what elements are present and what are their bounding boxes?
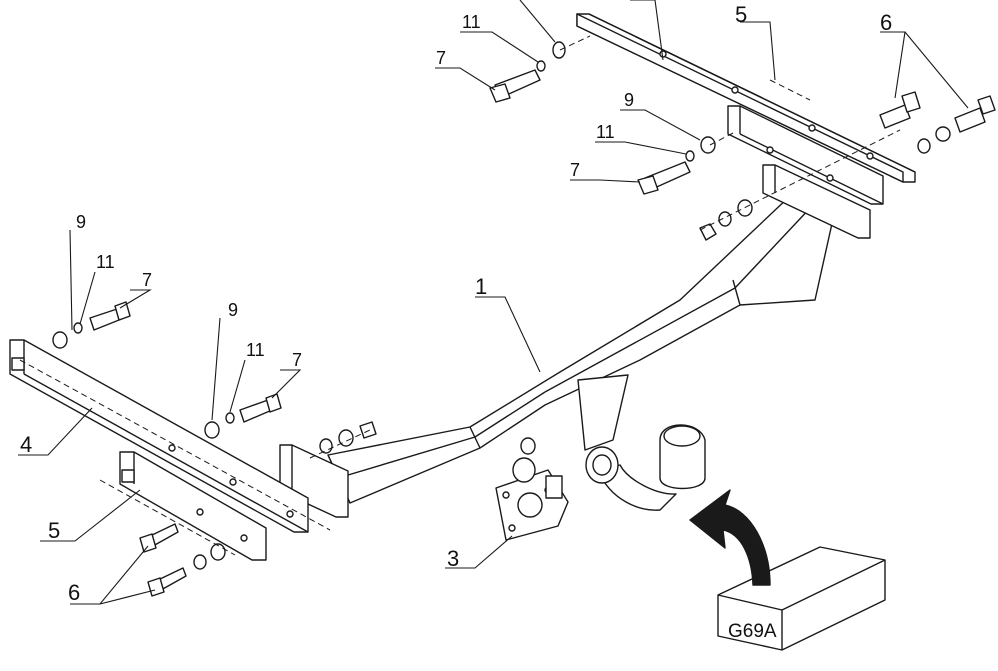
left-bracket-short: [119, 451, 267, 561]
hardware-left-top: [52, 301, 131, 349]
right-mount-plate: [762, 164, 871, 239]
callout-9-left-top: 9: [76, 212, 86, 232]
hardware-left-mid: [204, 393, 282, 439]
callout-9-upper: 9: [624, 90, 634, 110]
callout-11-left-mid: 11: [246, 340, 265, 360]
callout-7-upper-left: 7: [436, 48, 446, 68]
callout-5-bottom: 5: [48, 518, 60, 543]
upper-plate-long: [576, 13, 916, 183]
callout-7-left-top: 7: [142, 270, 152, 290]
callout-6-bottom: 6: [68, 580, 80, 605]
callout-11-upper-mid: 11: [596, 122, 615, 142]
socket-plate: [495, 437, 569, 541]
callout-labels: 1 3 4 5 5 6 6 7 7 7 7 9 9 9 11 11 11 11 …: [20, 2, 892, 642]
hardware-upper-left: [489, 41, 566, 103]
callout-5-top: 5: [735, 2, 747, 27]
hardware-right-nuts: [699, 199, 753, 241]
callout-7-left-mid: 7: [292, 350, 302, 370]
leader-lines: [18, 0, 969, 605]
callout-9-left-mid: 9: [228, 300, 238, 320]
hardware-left-bottom: [139, 523, 226, 597]
main-crossbar: [327, 195, 836, 504]
callout-6-top: 6: [880, 10, 892, 35]
hardware-upper-mid: [637, 136, 716, 195]
curved-arrow: [689, 489, 771, 586]
hardware-left-nuts: [319, 421, 377, 454]
tow-ball: [659, 424, 706, 490]
callout-7-upper-mid: 7: [570, 160, 580, 180]
upper-plate-short: [727, 105, 884, 205]
callout-4: 4: [20, 432, 32, 457]
callout-1: 1: [475, 274, 487, 299]
assembly-axes: [19, 35, 901, 556]
hardware-upper-right: [879, 91, 996, 154]
callout-11-left-top: 11: [96, 252, 115, 272]
callout-3: 3: [447, 546, 459, 571]
callout-11-upper-left: 11: [462, 12, 481, 32]
tow-ball-neck: [577, 374, 677, 511]
kit-box-label: G69A: [728, 621, 777, 642]
kit-box: [717, 546, 886, 651]
